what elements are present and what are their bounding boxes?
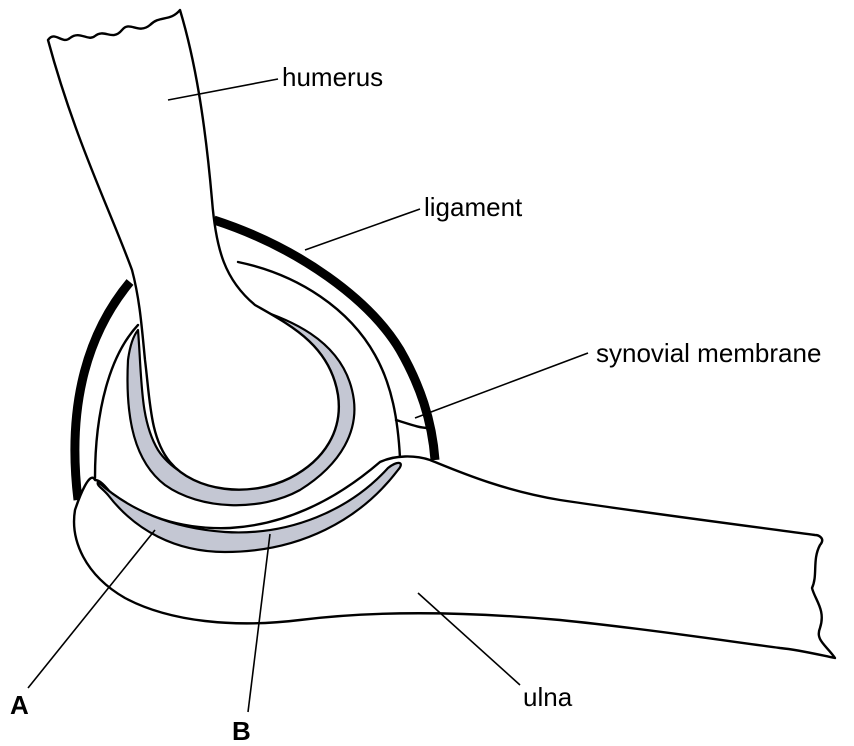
ulna-label: ulna xyxy=(523,682,573,712)
ligament-left-arc xyxy=(75,282,130,500)
ligament-leader xyxy=(305,209,420,250)
ligament-label: ligament xyxy=(424,192,523,222)
humerus-label: humerus xyxy=(282,62,383,92)
synovial-membrane-label: synovial membrane xyxy=(596,338,821,368)
synovial-membrane-leader xyxy=(415,353,588,418)
b-label: B xyxy=(232,716,251,746)
synovial-membrane-right-edge xyxy=(396,420,428,428)
a-label: A xyxy=(10,690,29,720)
